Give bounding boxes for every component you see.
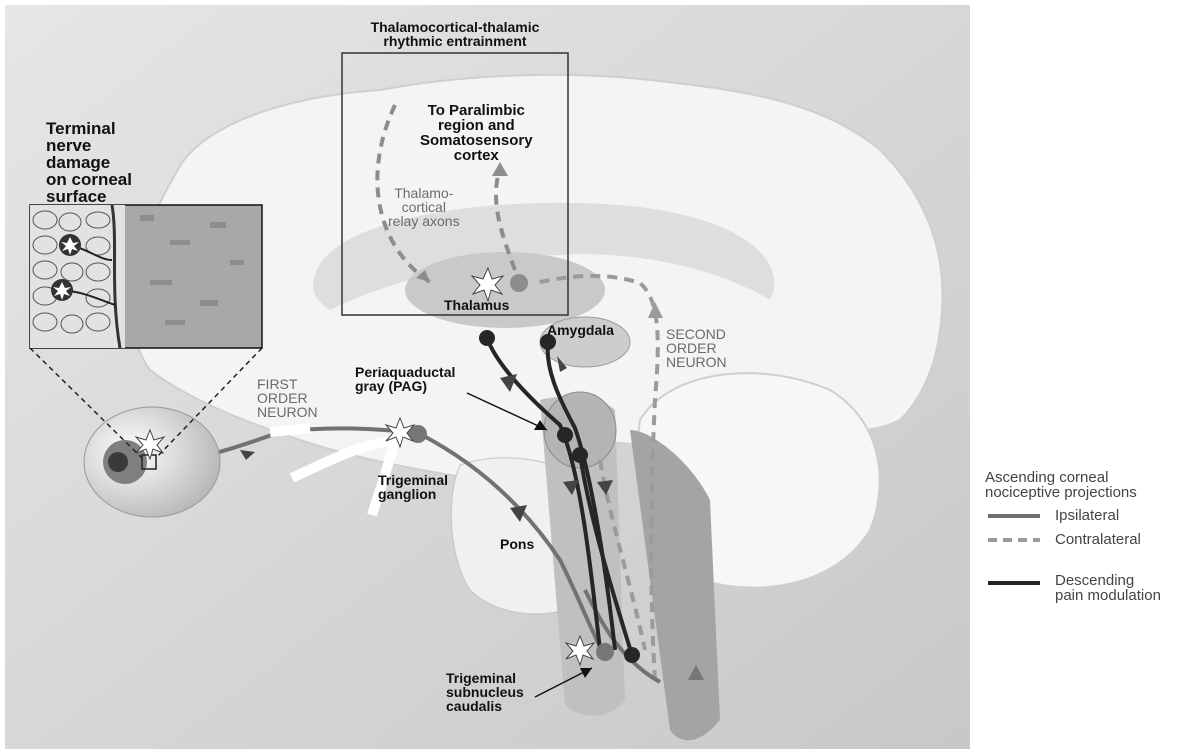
contralateral-path	[534, 273, 660, 681]
arrow-spinal	[688, 665, 704, 680]
arrow-ipsi	[510, 505, 527, 522]
amygdala-label: Amygdala	[547, 322, 614, 338]
nerve-branch-3	[367, 438, 400, 517]
corneal-inset	[29, 204, 263, 349]
pupil	[108, 452, 128, 472]
contralateral-arrowhead	[648, 302, 663, 318]
nerve-branch-2	[289, 435, 396, 483]
thalamus-relay	[510, 274, 528, 292]
pag-neuron-1	[557, 427, 573, 443]
eye	[83, 406, 221, 518]
first-order-label: FIRST ORDER NEURON	[257, 376, 318, 420]
legend-descending-label: Descending pain modulation	[1055, 572, 1161, 604]
relay-arrowhead-down	[416, 270, 430, 282]
caudalis-pointer-head	[580, 668, 592, 678]
relay-axons-label: Thalamo- cortical relay axons	[388, 185, 460, 229]
legend-ipsilateral-label: Ipsilateral	[1055, 507, 1120, 524]
terminal-damage-label: Terminal nerve damage on corneal surface	[46, 119, 132, 206]
nerve-branch-1	[269, 423, 311, 437]
relay-arrowhead-up	[492, 162, 508, 176]
pag-label: Periaquaductal gray (PAG)	[355, 364, 456, 394]
thalamus-neuron	[479, 330, 495, 346]
ganglion-burst	[384, 416, 416, 449]
legend-title: Ascending corneal nociceptive projection…	[985, 469, 1137, 501]
caudalis-neuron	[624, 647, 640, 663]
paralimbic-label: To Paralimbic region and Somatosensory c…	[420, 102, 533, 164]
thalamocortical-box	[341, 52, 569, 316]
caudalis-relay	[596, 643, 614, 661]
pag-neuron-2	[572, 447, 588, 463]
amygdala-neuron	[540, 334, 556, 350]
box-title: Thalamocortical-thalamic rhythmic entrai…	[370, 19, 540, 49]
arrow-descend-1	[563, 480, 579, 495]
descending-path-3	[578, 454, 634, 656]
relay-axon-down	[375, 104, 432, 284]
caudalis-burst	[564, 634, 596, 667]
subnucleus-label: Trigeminal subnucleus caudalis	[446, 670, 524, 714]
corpus-callosum	[313, 202, 775, 310]
zoom-line-left	[29, 347, 143, 459]
legend-contralateral-label: Contralateral	[1055, 531, 1141, 548]
descending-path-2	[545, 341, 617, 651]
arrow-first-order	[240, 450, 255, 460]
trigeminal-ganglion-label: Trigeminal ganglion	[378, 472, 449, 502]
cornea-burst	[134, 428, 166, 461]
second-order-label: SECOND ORDER NEURON	[666, 326, 727, 370]
thalamus-label: Thalamus	[444, 297, 510, 313]
relay-axon-up	[493, 167, 517, 271]
thalamus-shape	[405, 252, 605, 328]
ganglion-neuron	[409, 425, 427, 443]
pag-pointer	[466, 392, 548, 431]
pons-label: Pons	[500, 536, 535, 552]
arrow-amygdala	[557, 356, 567, 372]
arrow-pag-1	[500, 374, 517, 392]
arrow-descend-2	[597, 480, 613, 495]
zoom-line-right	[155, 347, 263, 459]
thalamus-burst	[470, 266, 505, 303]
pag-pointer-head	[534, 420, 547, 430]
